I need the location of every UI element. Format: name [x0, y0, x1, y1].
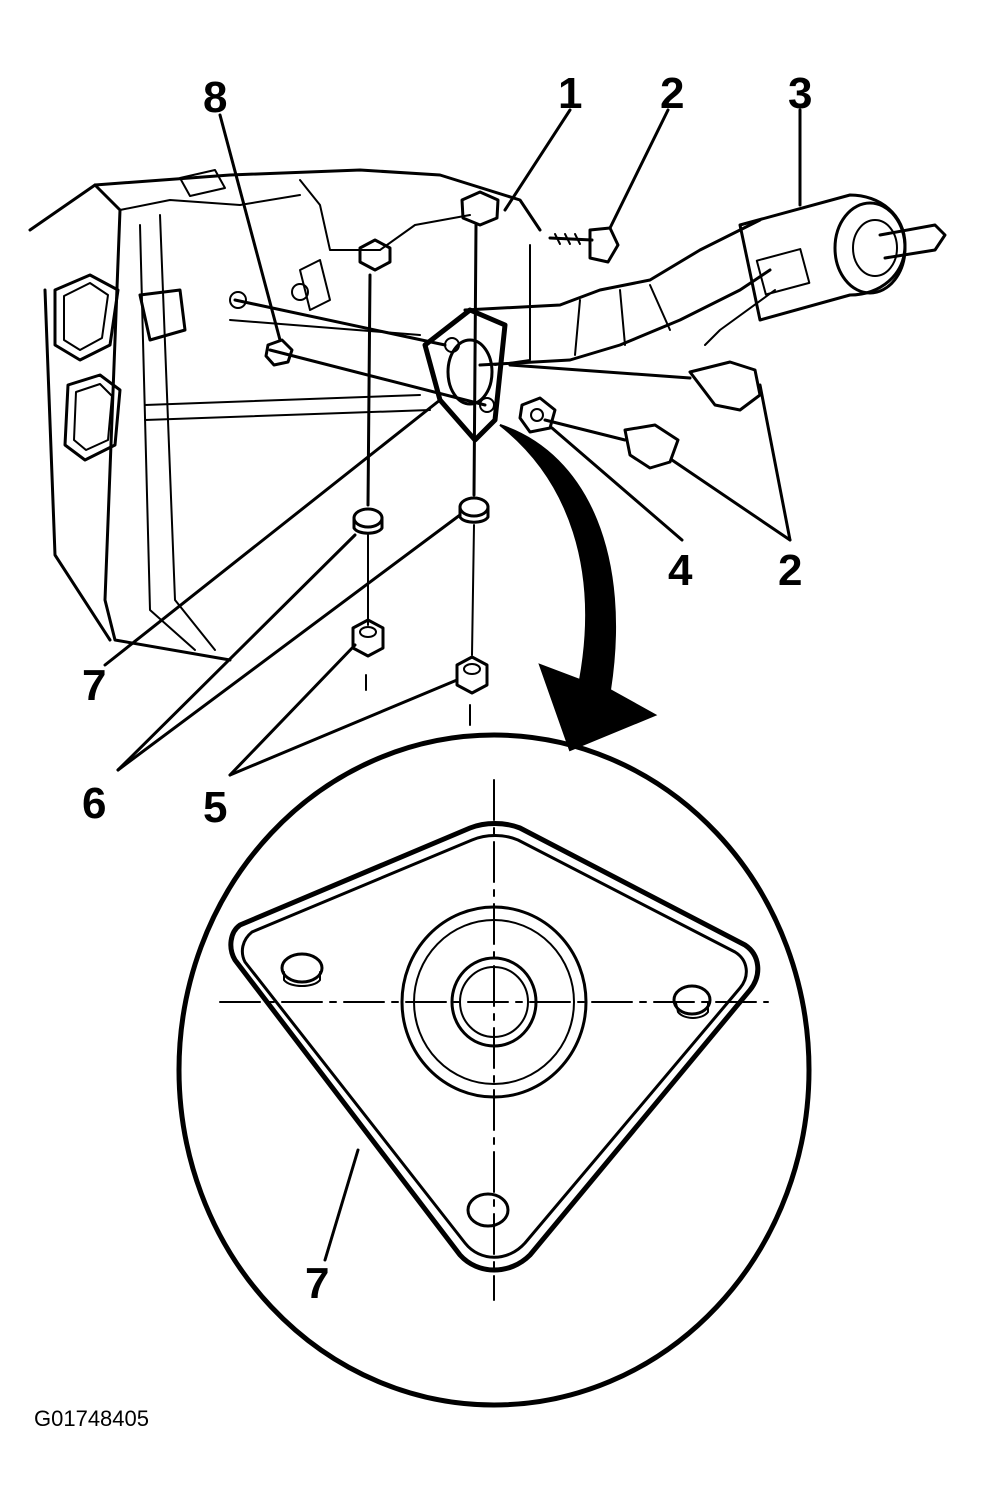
exhaust-pipe [463, 218, 772, 367]
studs-and-fasteners [233, 190, 762, 726]
stud-8 [264, 338, 294, 367]
callout-2-upper: 2 [660, 69, 684, 118]
detail-arrow [499, 424, 658, 752]
nut-upper-left [358, 238, 392, 272]
callout-5: 5 [203, 783, 227, 832]
callout-2-lower: 2 [778, 546, 802, 595]
washer-6-right [458, 496, 490, 524]
nut-5-right [455, 655, 489, 695]
washer-6-left [352, 507, 384, 535]
callout-8: 8 [203, 73, 227, 122]
detail-view-gasket [176, 732, 812, 1408]
callout-6: 6 [82, 779, 106, 828]
flange [422, 307, 508, 443]
callout-4: 4 [668, 546, 693, 595]
figure-id: G01748405 [34, 1406, 149, 1431]
callout-7-upper: 7 [82, 661, 106, 710]
callout-3: 3 [788, 69, 812, 118]
leader-lines [103, 108, 802, 1262]
bolt-2-lower [543, 418, 680, 470]
catalytic-converter [704, 193, 947, 346]
bolt-2-middle [508, 360, 762, 412]
nut-4 [518, 396, 557, 434]
callout-1: 1 [558, 69, 582, 118]
nut-1 [460, 190, 500, 227]
bolt-2-upper [548, 226, 620, 264]
callout-7-detail: 7 [305, 1259, 329, 1308]
transmission-housing [28, 168, 542, 662]
